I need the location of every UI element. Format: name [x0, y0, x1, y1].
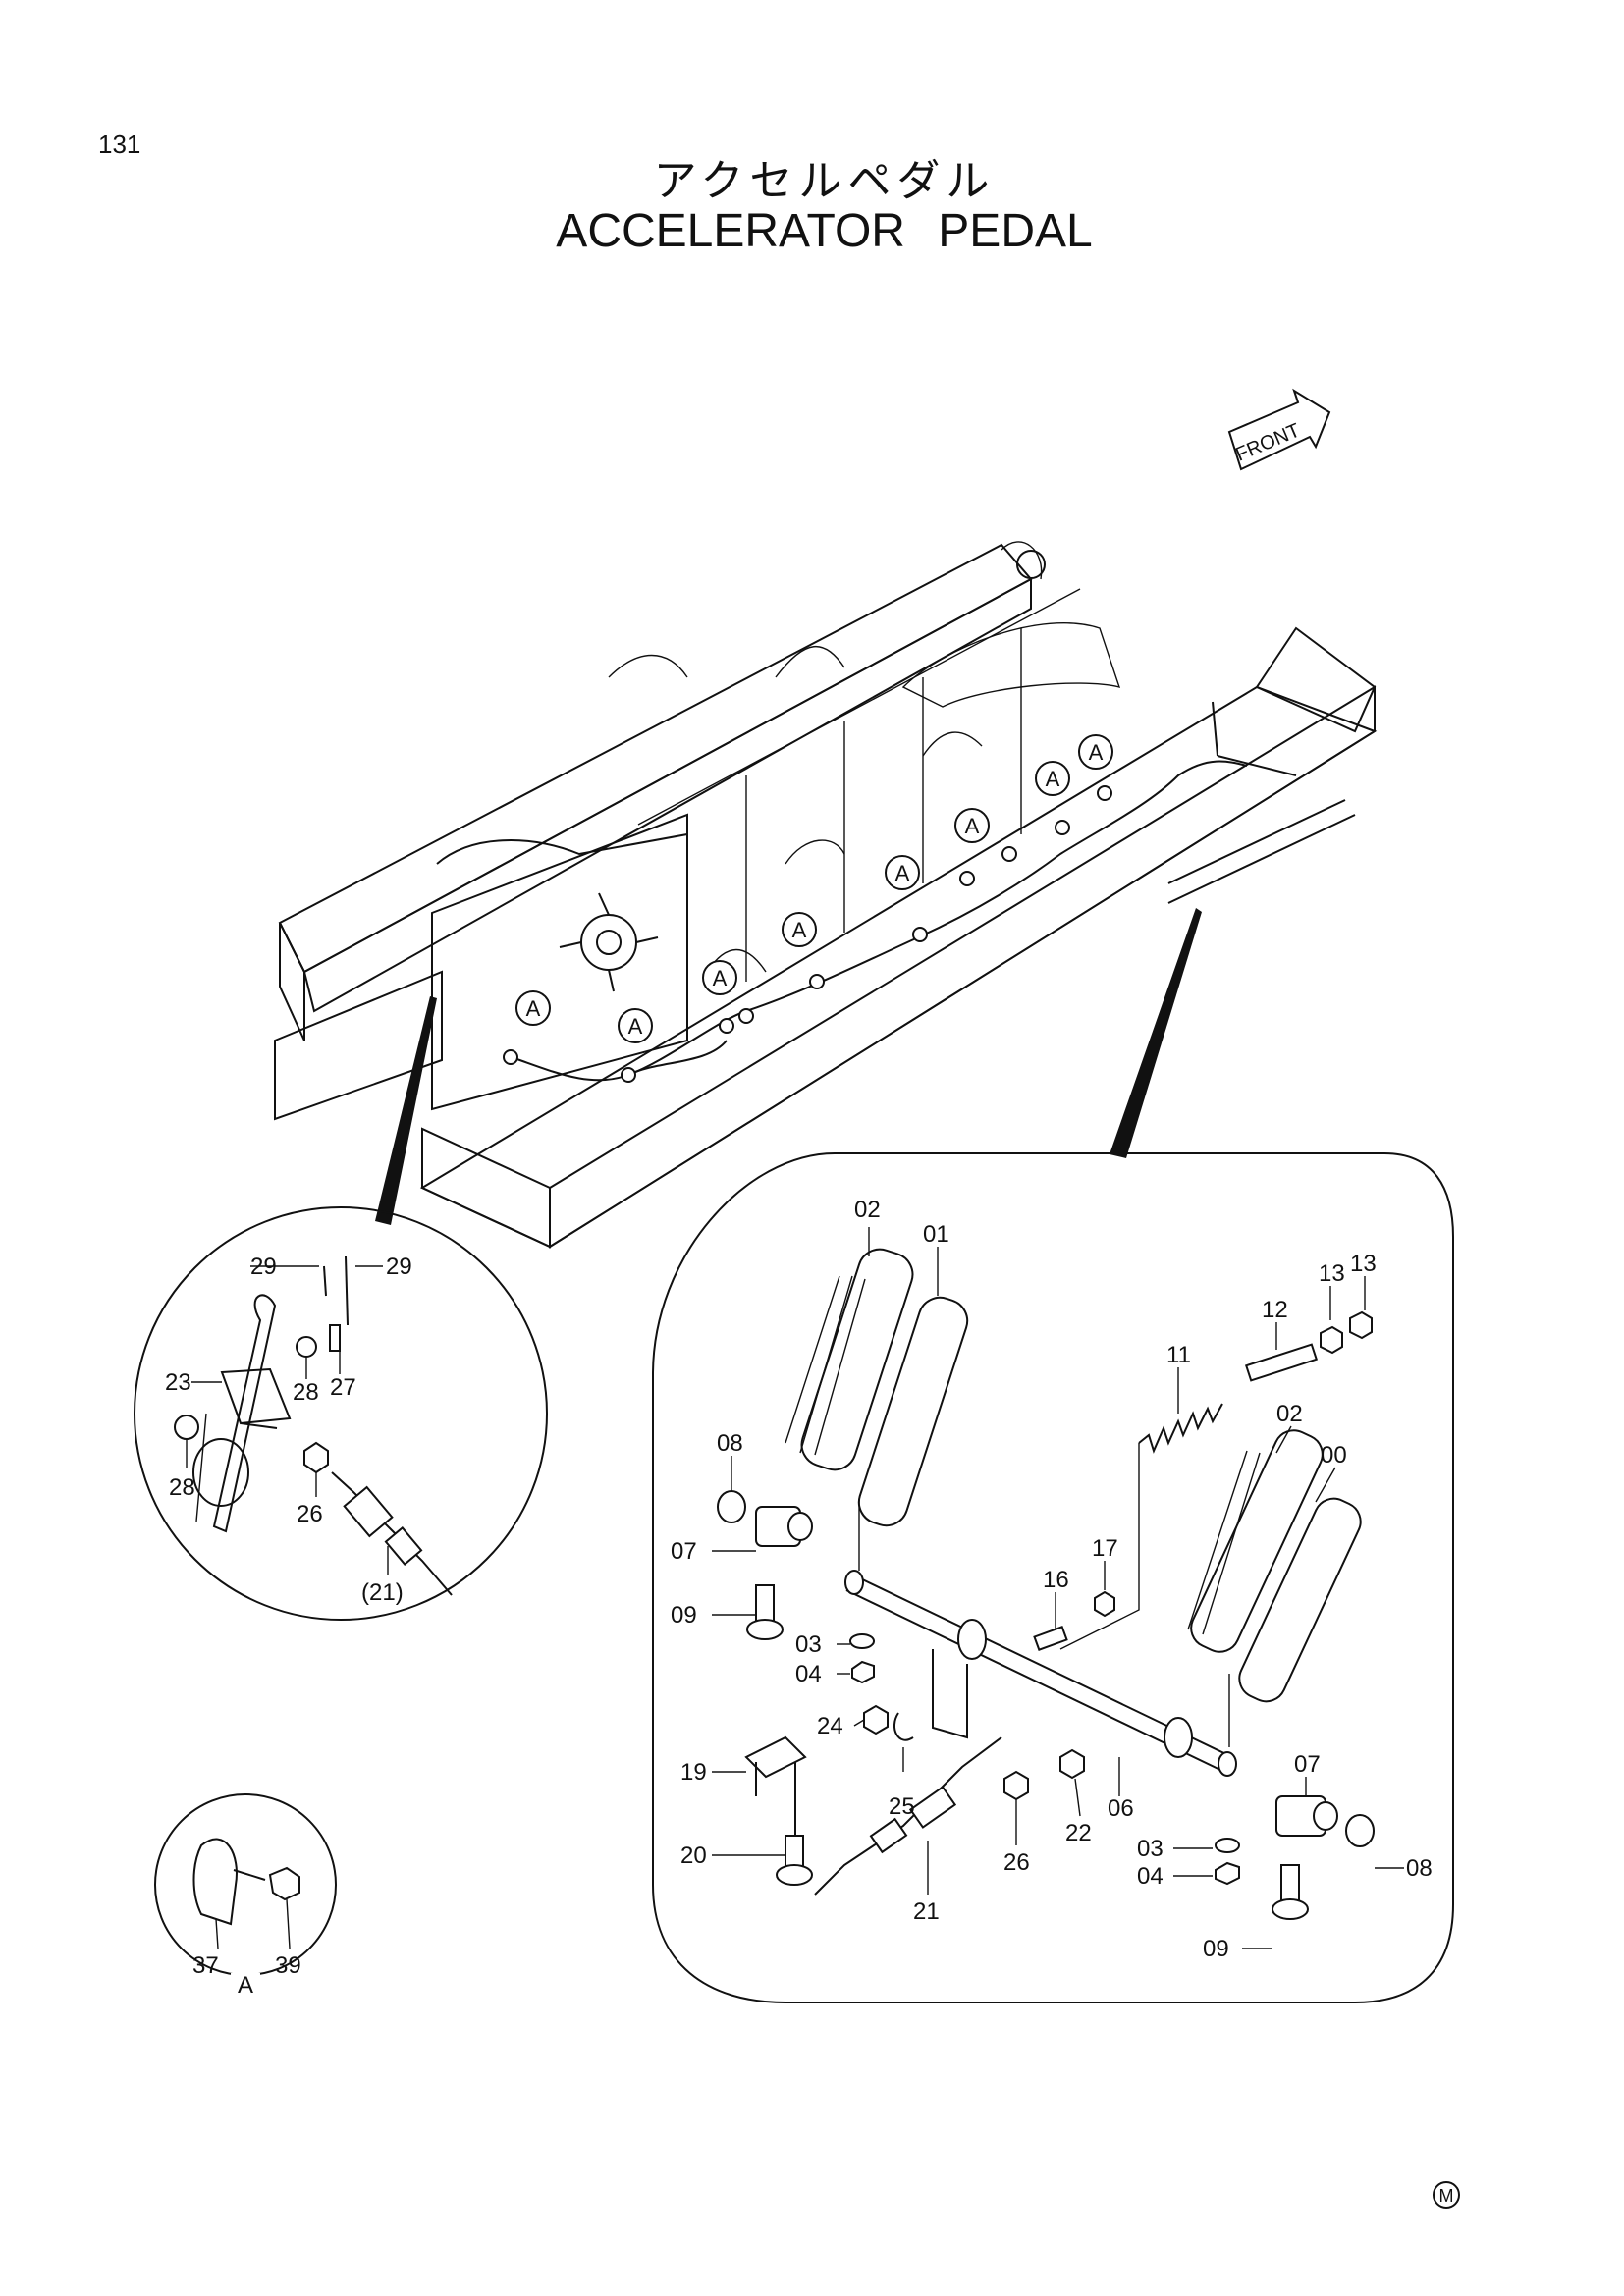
svg-text:A: A: [1089, 740, 1104, 765]
label-main-02b: 02: [1276, 1401, 1303, 1427]
title-japanese: アクセルペダル: [653, 157, 996, 205]
left-detail-circle: 29 29 23 28 27 28 26 (21): [134, 1206, 548, 1621]
label-main-13a: 13: [1319, 1260, 1345, 1287]
label-main-07b: 07: [1294, 1751, 1321, 1778]
callout-a-icon: A: [618, 1008, 653, 1043]
label-main-12: 12: [1262, 1297, 1288, 1323]
svg-text:A: A: [713, 966, 728, 990]
label-main-13b: 13: [1350, 1251, 1377, 1277]
label-a-39: 39: [275, 1952, 301, 1979]
label-main-08a: 08: [717, 1430, 743, 1457]
callout-a-icon: A: [1035, 761, 1070, 796]
detail-a-label: A: [238, 1972, 253, 1999]
detail-a-circle: 37 39 A: [154, 1793, 337, 1999]
label-main-04b: 04: [1137, 1863, 1164, 1890]
label-main-09b: 09: [1203, 1936, 1229, 1962]
callout-a-icon: A: [515, 990, 551, 1026]
label-main-06: 06: [1108, 1795, 1134, 1822]
title-word-accelerator: ACCELERATOR: [556, 205, 905, 257]
label-main-07a: 07: [671, 1538, 697, 1565]
leader-wedge-left: [375, 996, 437, 1225]
label-main-26: 26: [1003, 1849, 1030, 1876]
title-english: ACCELERATOR PEDAL: [0, 204, 1624, 258]
maker-mark-icon: M: [1433, 2181, 1460, 2209]
label-main-24: 24: [817, 1713, 843, 1739]
label-main-03a: 03: [795, 1631, 822, 1658]
label-main-22: 22: [1065, 1820, 1092, 1846]
label-left-29b: 29: [386, 1254, 412, 1280]
label-main-20: 20: [680, 1842, 707, 1869]
label-left-27: 27: [330, 1374, 356, 1401]
callout-a-icon: A: [1078, 734, 1113, 770]
svg-text:A: A: [965, 814, 980, 838]
label-left-29a: 29: [250, 1254, 277, 1280]
label-main-08b: 08: [1406, 1855, 1433, 1882]
svg-text:M: M: [1439, 2186, 1454, 2206]
front-arrow-icon: FRONT: [1227, 388, 1331, 471]
label-main-03b: 03: [1137, 1836, 1164, 1862]
title-word-pedal: PEDAL: [938, 205, 1093, 257]
svg-text:A: A: [526, 996, 541, 1021]
label-main-17: 17: [1092, 1535, 1118, 1562]
callout-a-icon: A: [702, 960, 737, 995]
label-left-23: 23: [165, 1369, 191, 1396]
label-main-11: 11: [1166, 1342, 1191, 1368]
label-main-00: 00: [1321, 1442, 1347, 1468]
callout-a-icon: A: [954, 808, 990, 843]
label-left-28b: 28: [169, 1474, 195, 1501]
label-main-09a: 09: [671, 1602, 697, 1629]
callout-a-markers: A A A A A A A A: [515, 734, 1113, 1043]
label-main-02a: 02: [854, 1197, 881, 1223]
label-main-25: 25: [889, 1793, 915, 1820]
machine-frame: [274, 541, 1378, 1249]
main-pedal-detail: 02 01 13 13 12 11 02 00 08 07 09 03 04 1…: [652, 1152, 1454, 2003]
label-main-19: 19: [680, 1759, 707, 1786]
svg-text:A: A: [628, 1014, 643, 1039]
label-main-01: 01: [923, 1221, 949, 1248]
page-number: 131: [98, 130, 141, 159]
svg-text:A: A: [792, 918, 807, 942]
svg-text:A: A: [1046, 767, 1060, 791]
svg-text:A: A: [895, 861, 910, 885]
callout-a-icon: A: [885, 855, 920, 890]
label-main-04a: 04: [795, 1661, 822, 1687]
label-left-28a: 28: [293, 1379, 319, 1406]
label-left-26: 26: [297, 1501, 323, 1527]
callout-a-icon: A: [782, 912, 817, 947]
leader-wedge-right: [1110, 908, 1202, 1158]
label-main-16: 16: [1043, 1567, 1069, 1593]
label-a-37: 37: [192, 1952, 219, 1979]
label-left-21: (21): [361, 1579, 404, 1606]
label-main-21: 21: [913, 1898, 940, 1925]
